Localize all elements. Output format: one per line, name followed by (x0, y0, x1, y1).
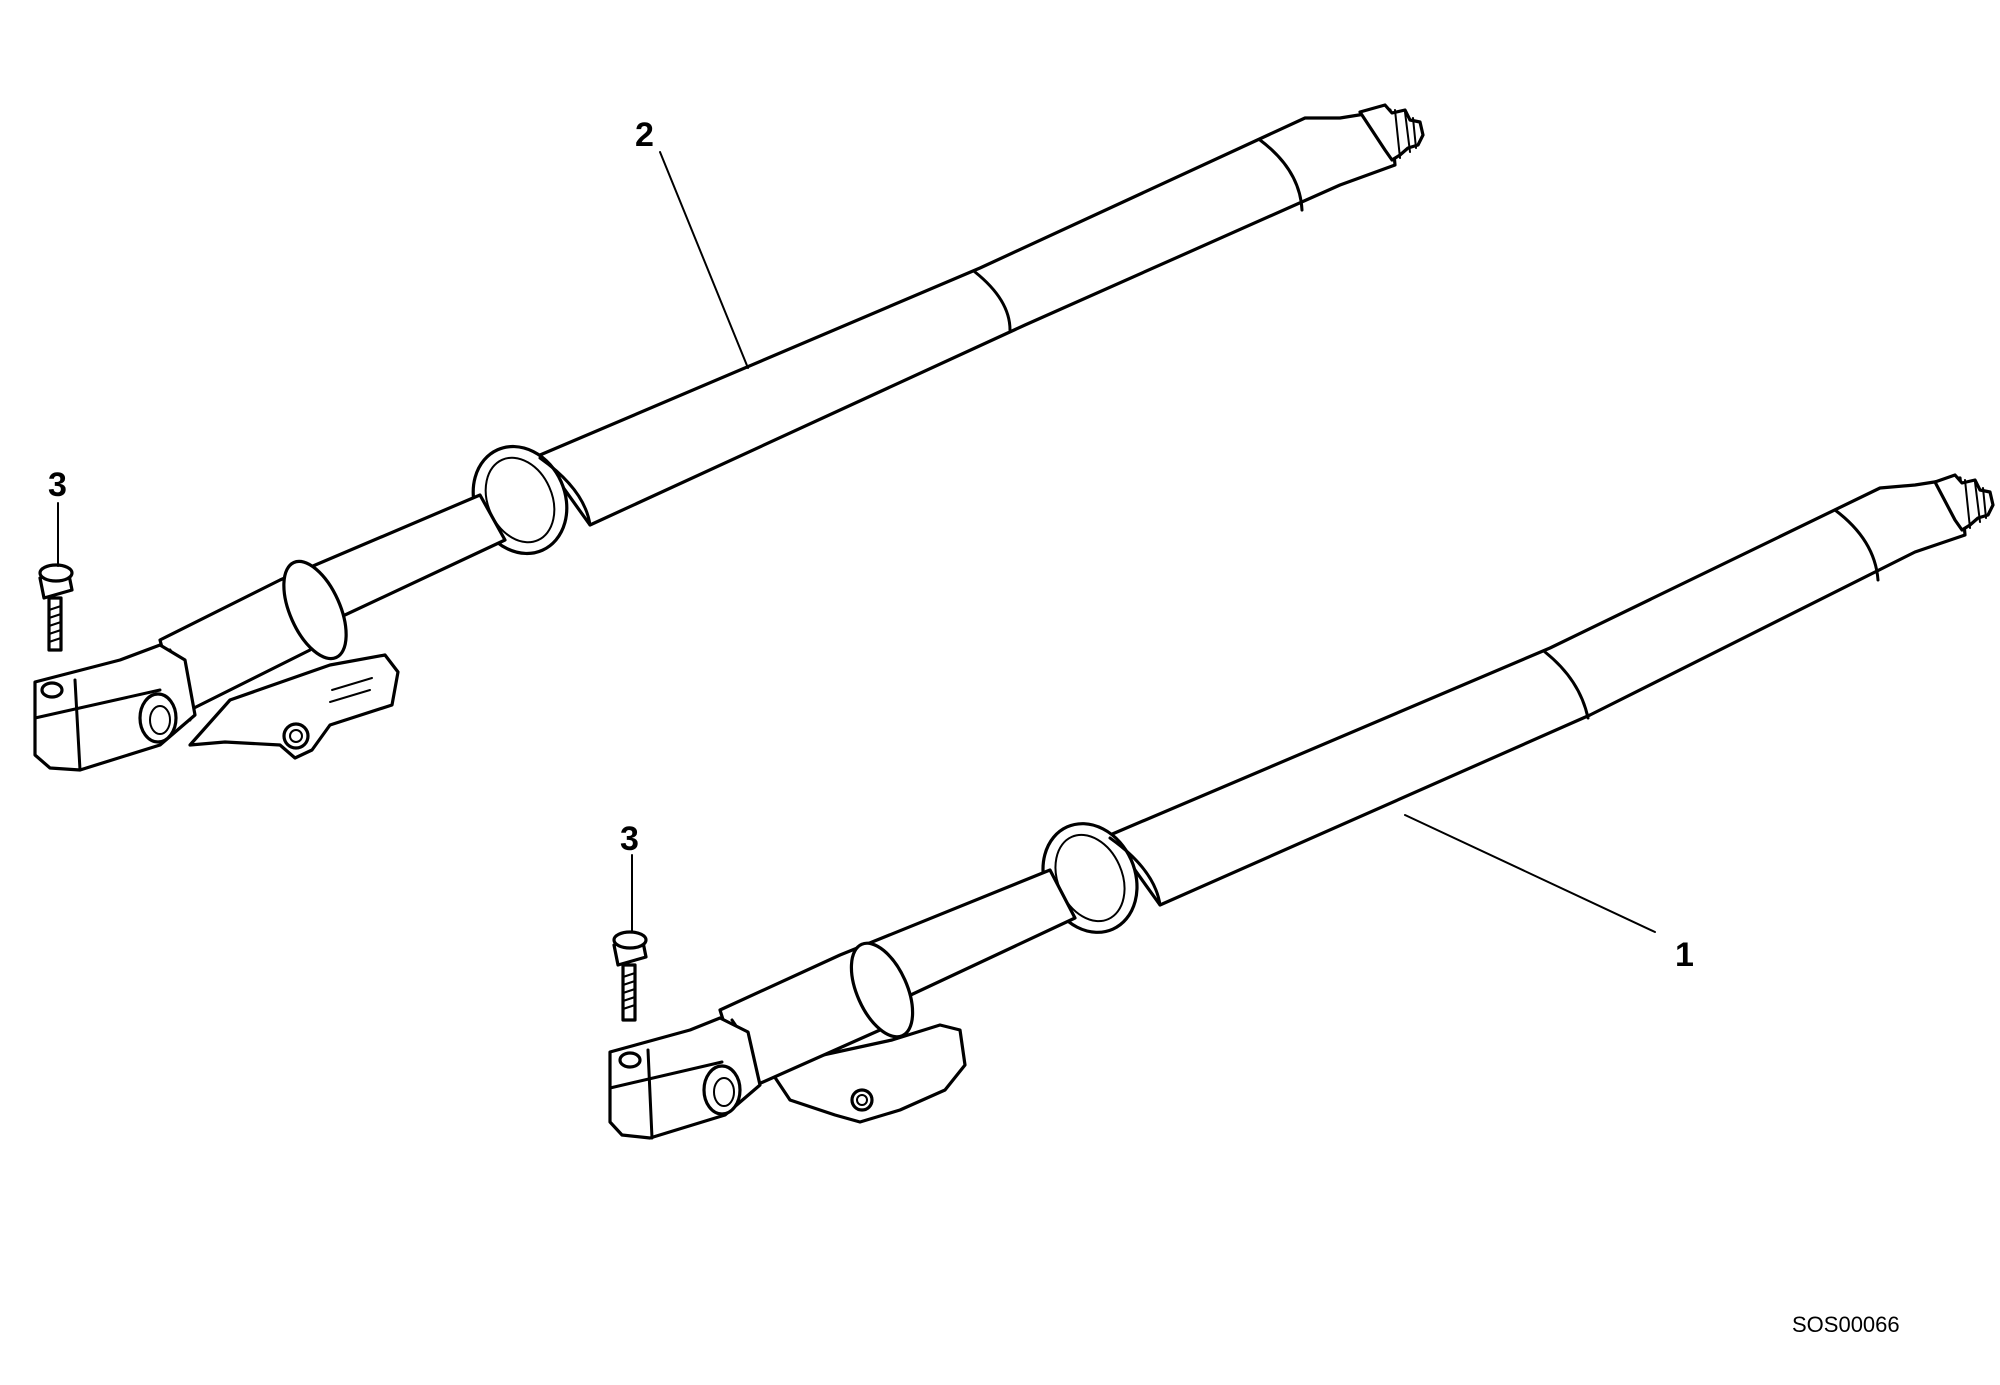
fork-leg-1-upper-tube (1108, 476, 1967, 907)
fork-leg-1[interactable] (608, 473, 1995, 1140)
leader-line-1 (1404, 814, 1656, 933)
bolt-3-lower[interactable] (612, 930, 648, 1022)
leader-line-2 (659, 151, 749, 369)
callout-1: 1 (1675, 936, 1694, 974)
bolt-3-upper[interactable] (38, 563, 74, 652)
fork-leg-2[interactable] (33, 103, 1425, 772)
fork-leg-2-caliper-bracket (188, 653, 400, 760)
diagram-reference-code: SOS00066 (1792, 1312, 1900, 1337)
callout-3-lower: 3 (620, 820, 639, 858)
fork-leg-2-top-cap (1358, 103, 1425, 162)
callout-3-upper: 3 (48, 466, 67, 504)
callout-2: 2 (635, 116, 654, 154)
fork-leg-1-caliper-bracket (768, 1023, 967, 1124)
